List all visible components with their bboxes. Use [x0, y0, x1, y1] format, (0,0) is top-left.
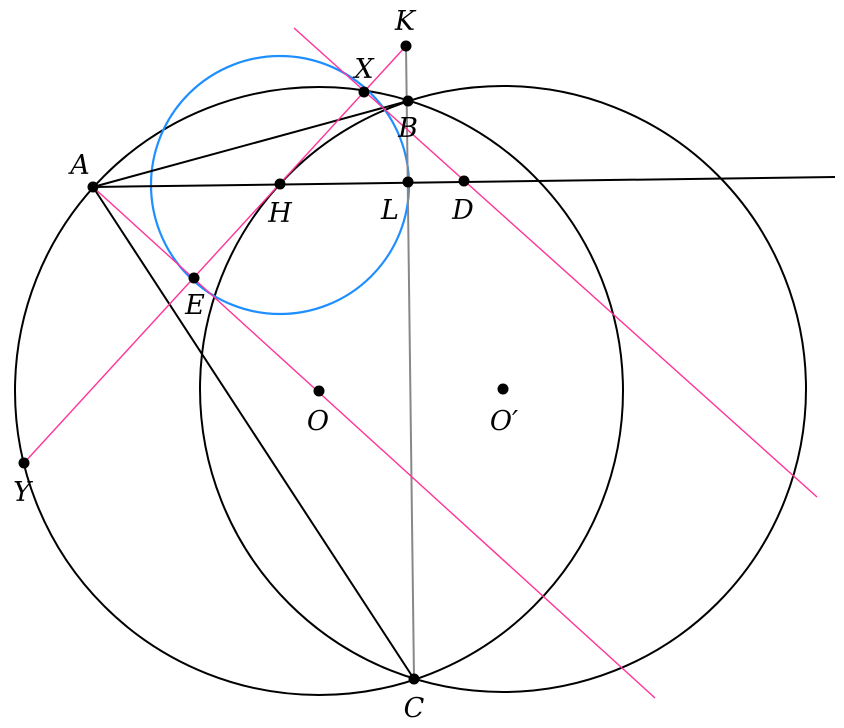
- label-h: H: [267, 198, 292, 229]
- point-b: [402, 95, 414, 107]
- point-c: [408, 673, 420, 685]
- segment-kc: [405, 45, 415, 680]
- label-o2: O′: [490, 406, 518, 437]
- label-a: A: [67, 150, 90, 181]
- line-yk: [23, 45, 407, 464]
- label-c: C: [404, 693, 425, 724]
- line-through-d: [293, 27, 818, 498]
- label-k: K: [394, 6, 417, 37]
- segment-ac: [92, 186, 415, 680]
- point-o2: [497, 383, 509, 395]
- label-y: Y: [13, 477, 33, 508]
- point-d: [458, 175, 470, 187]
- point-e: [188, 272, 200, 284]
- point-h: [274, 178, 286, 190]
- line-through-o: [92, 186, 656, 699]
- point-l: [402, 176, 414, 188]
- label-l: L: [380, 195, 399, 226]
- point-o: [313, 385, 325, 397]
- label-e: E: [184, 290, 205, 321]
- label-d: D: [451, 195, 474, 226]
- segment-ab: [92, 100, 409, 188]
- label-o: O: [307, 406, 329, 437]
- circle-o-prime: [199, 85, 807, 693]
- circle-o: [14, 86, 624, 696]
- point-y: [18, 457, 30, 469]
- point-x: [358, 86, 370, 98]
- point-a: [87, 181, 99, 193]
- label-x: X: [352, 54, 375, 85]
- point-k: [400, 40, 412, 52]
- label-b: B: [397, 113, 418, 144]
